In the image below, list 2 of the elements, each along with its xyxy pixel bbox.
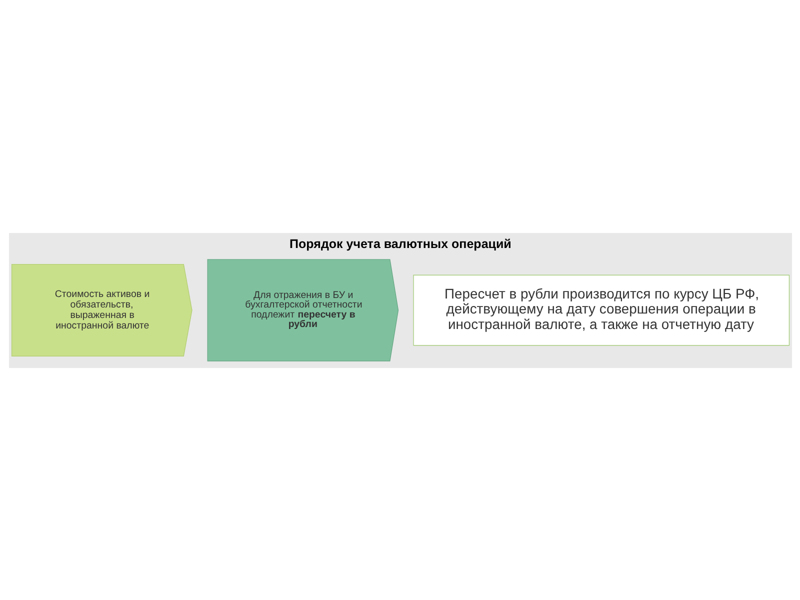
diagram-title: Порядок учета валютных операций bbox=[289, 236, 511, 250]
node-box: Пересчет в рубли производится по курсу ЦБ РФ, действующему на дату совершения операции в иностранной валюте, а также на отчетную дату bbox=[412, 274, 790, 346]
